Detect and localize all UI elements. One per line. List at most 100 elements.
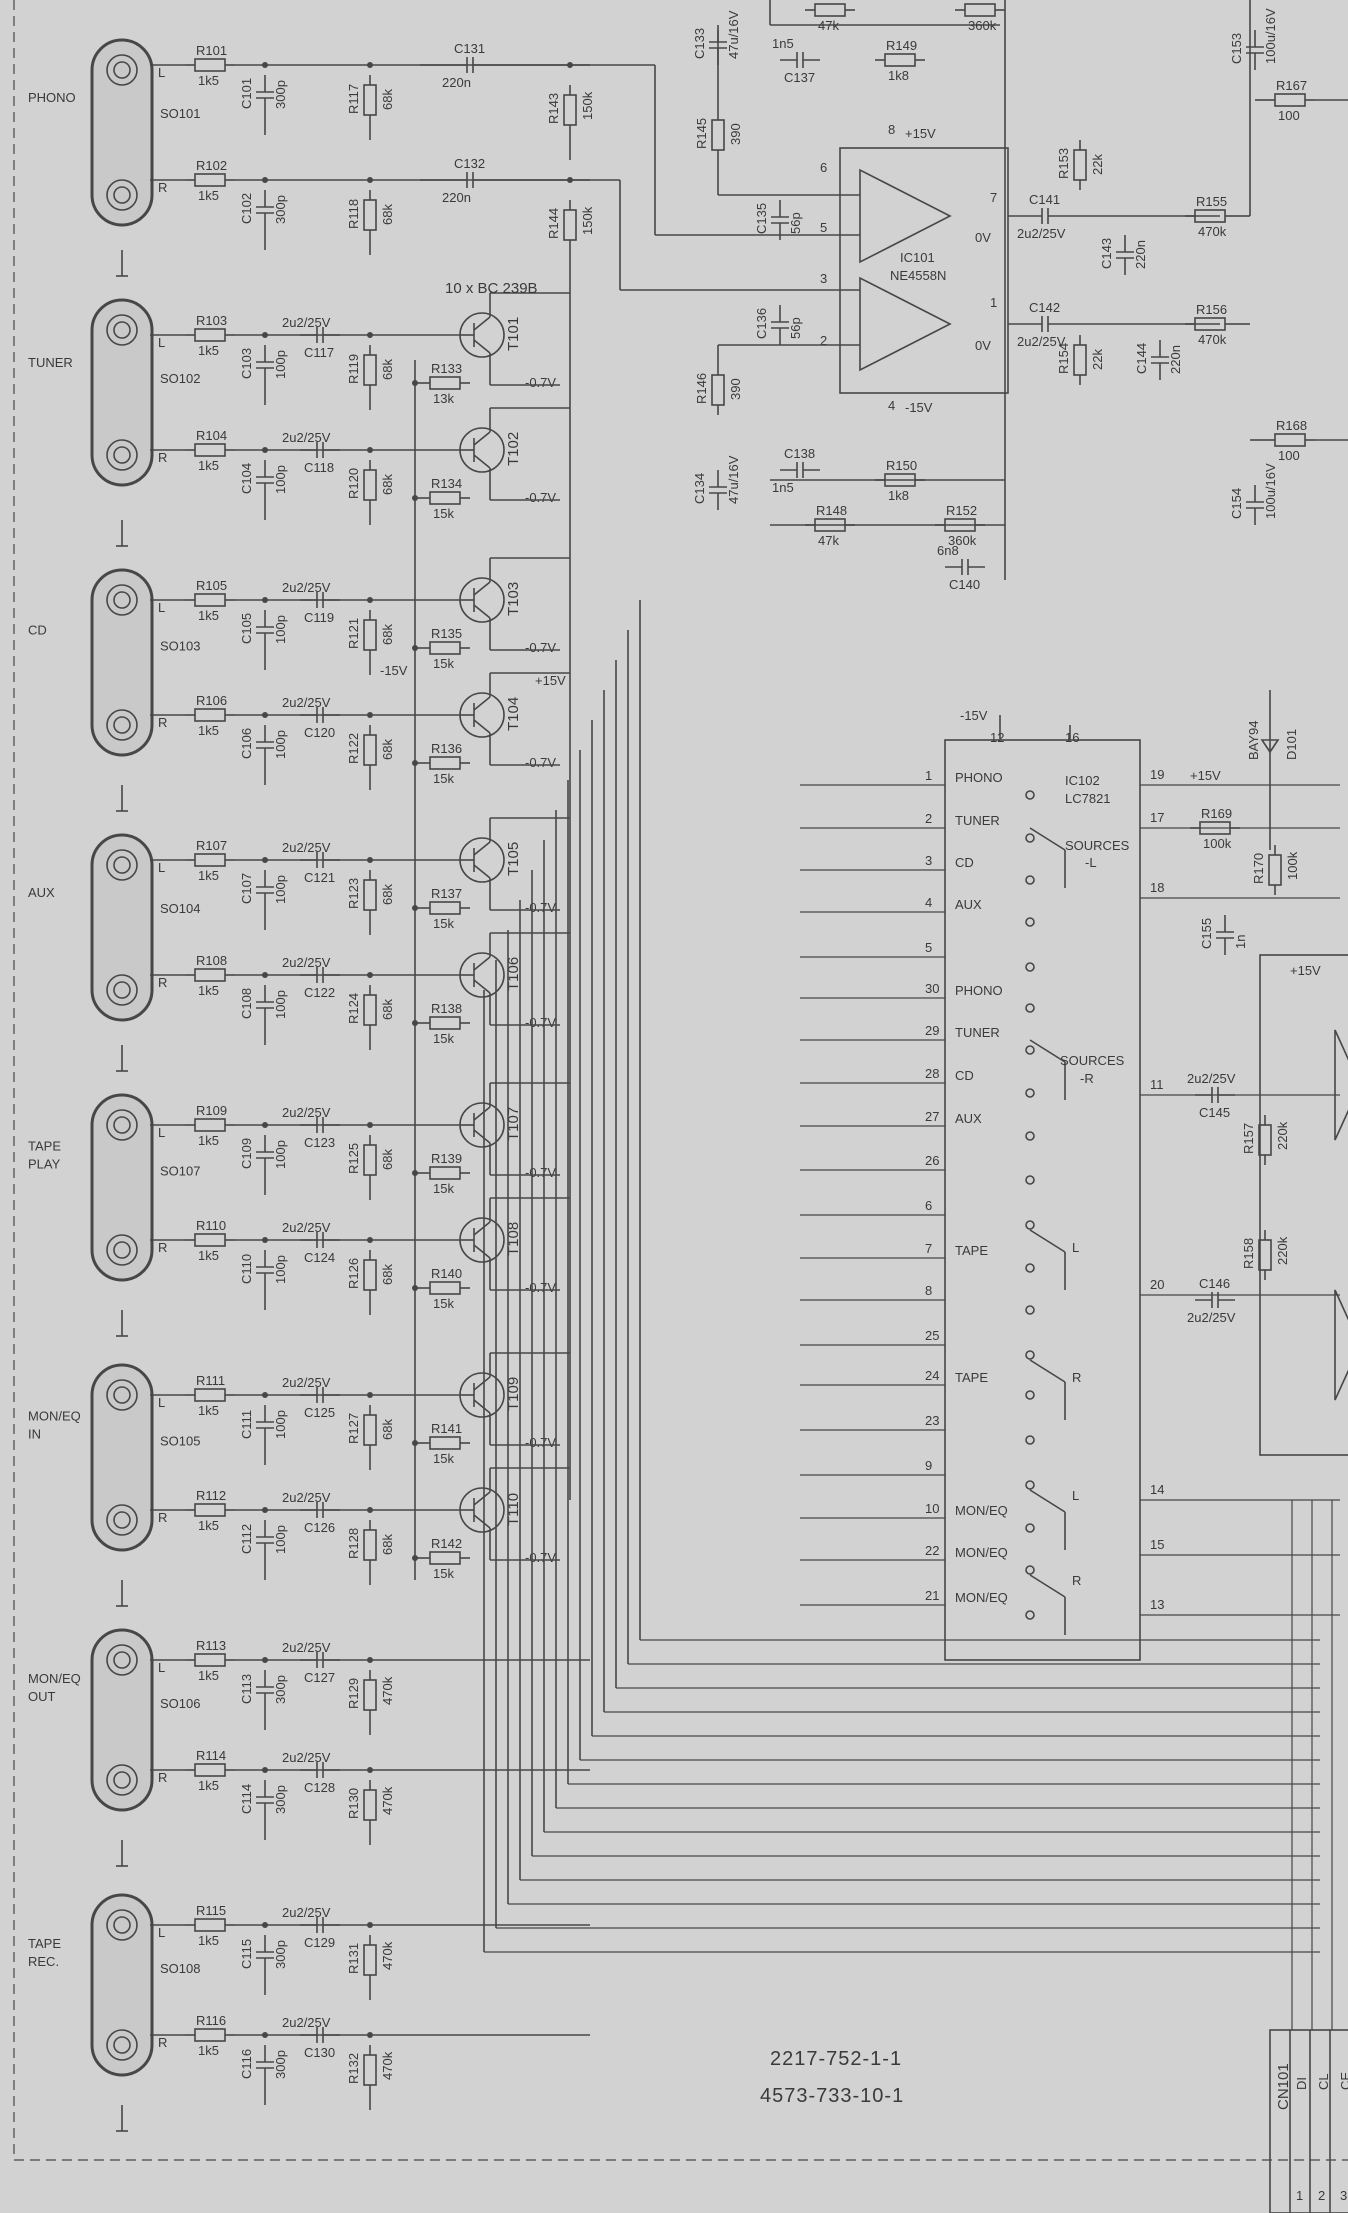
capacitor-ref: C134 (692, 473, 707, 504)
connector-pin-label: CE (1338, 2072, 1348, 2090)
resistor-value: 1k5 (198, 343, 219, 358)
wire (473, 864, 491, 879)
junction-dot (367, 1767, 373, 1773)
resistor-value: 390 (728, 123, 743, 145)
vbe-label: -0.7V (525, 1165, 556, 1180)
switch-contact (1025, 1565, 1035, 1575)
socket-pin-left (113, 321, 131, 339)
resistor-symbol (363, 1414, 377, 1446)
resistor-symbol (429, 1166, 461, 1180)
resistor-value: 1k5 (198, 458, 219, 473)
resistor-symbol (194, 58, 226, 72)
junction-dot (367, 177, 373, 183)
socket-hole-left (106, 1109, 138, 1141)
resistor-symbol (194, 173, 226, 187)
resistor-value: 68k (380, 1534, 395, 1555)
pin-number: 29 (925, 1023, 939, 1038)
pin-number: 12 (990, 730, 1004, 745)
pin-number: 10 (925, 1501, 939, 1516)
capacitor-value: 300p (273, 1785, 288, 1814)
pin-number: 13 (1150, 1597, 1164, 1612)
capacitor-value: 300p (273, 2050, 288, 2079)
capacitor-ref: C138 (784, 446, 815, 461)
socket-hole-left (106, 54, 138, 86)
opamp-d-partial (1334, 1289, 1348, 1401)
resistor-symbol (363, 1944, 377, 1976)
pin-number: 6 (820, 160, 827, 175)
resistor-symbol (429, 901, 461, 915)
resistor-symbol (194, 2028, 226, 2042)
wire (473, 604, 491, 619)
resistor-ref: R144 (546, 208, 561, 239)
capacitor-ref: C107 (239, 873, 254, 904)
resistor-ref: R102 (196, 158, 227, 173)
socket-body (90, 833, 154, 1022)
capacitor-ref: C144 (1134, 343, 1149, 374)
connector-pin-label: CL (1316, 2073, 1331, 2090)
resistor-symbol (194, 1503, 226, 1517)
capacitor-value: 2u2/25V (282, 1105, 331, 1120)
transistor-ref: T105 (505, 842, 522, 876)
wire (473, 581, 491, 596)
resistor-value: 68k (380, 204, 395, 225)
socket-hole-left (106, 584, 138, 616)
resistor-symbol (1274, 93, 1306, 107)
resistor-ref: R119 (346, 354, 361, 384)
pin-number: 25 (925, 1328, 939, 1343)
diode-symbol (1260, 739, 1280, 754)
resistor-value: 68k (380, 89, 395, 110)
switch-contact (1025, 1045, 1035, 1055)
capacitor-ref: C108 (239, 988, 254, 1019)
resistor-ref: R121 (346, 618, 361, 649)
socket-hole-right (106, 2029, 138, 2061)
capacitor-ref: C143 (1099, 238, 1114, 269)
pin-number: 26 (925, 1153, 939, 1168)
pin-number: 19 (1150, 767, 1164, 782)
resistor-ref: R151 (966, 0, 997, 3)
resistor-value: 470k (380, 1941, 395, 1970)
resistor-ref: R168 (1276, 418, 1307, 433)
capacitor-ref: C112 (239, 1524, 254, 1554)
transistor-note: 10 x BC 239B (445, 280, 538, 297)
switch-contact (1025, 1350, 1035, 1360)
vbe-label: -0.7V (525, 1435, 556, 1450)
socket-pin-left (113, 1651, 131, 1669)
resistor-symbol (1258, 1239, 1272, 1271)
switch-contact (1025, 1003, 1035, 1013)
part-number-1: 2217-752-1-1 (770, 2048, 902, 2070)
pin-number: 7 (990, 190, 997, 205)
resistor-value: 22k (1090, 154, 1105, 175)
resistor-ref: R131 (346, 1943, 361, 1974)
resistor-symbol (363, 469, 377, 501)
connector-pin-number: 3 (1340, 2188, 1347, 2203)
junction-dot (367, 1507, 373, 1513)
junction-dot (262, 2032, 268, 2038)
resistor-ref: R141 (431, 1421, 462, 1436)
resistor-symbol (363, 1259, 377, 1291)
junction-dot (262, 62, 268, 68)
switch-contact (1025, 1263, 1035, 1273)
pin-number: 15 (1150, 1537, 1164, 1552)
junction-dot (262, 1767, 268, 1773)
resistor-ref: R123 (346, 878, 361, 909)
socket-hole-left (106, 849, 138, 881)
resistor-ref: R127 (346, 1413, 361, 1444)
vbe-label: -0.7V (525, 1015, 556, 1030)
capacitor-ref: C142 (1029, 300, 1060, 315)
capacitor-ref: C101 (239, 78, 254, 109)
pin-label: AUX (955, 897, 982, 912)
capacitor-value: 100p (273, 1525, 288, 1554)
switch-contact (1025, 1088, 1035, 1098)
resistor-symbol (194, 443, 226, 457)
wire (473, 1399, 491, 1414)
resistor-value: 1k5 (198, 1518, 219, 1533)
switch-contact (1025, 790, 1035, 800)
resistor-symbol (1073, 149, 1087, 181)
resistor-value: 100k (1285, 851, 1300, 880)
capacitor-ref: C115 (239, 1939, 254, 1969)
junction-dot (367, 1392, 373, 1398)
resistor-symbol (363, 354, 377, 386)
input-name: PHONO (28, 90, 76, 105)
